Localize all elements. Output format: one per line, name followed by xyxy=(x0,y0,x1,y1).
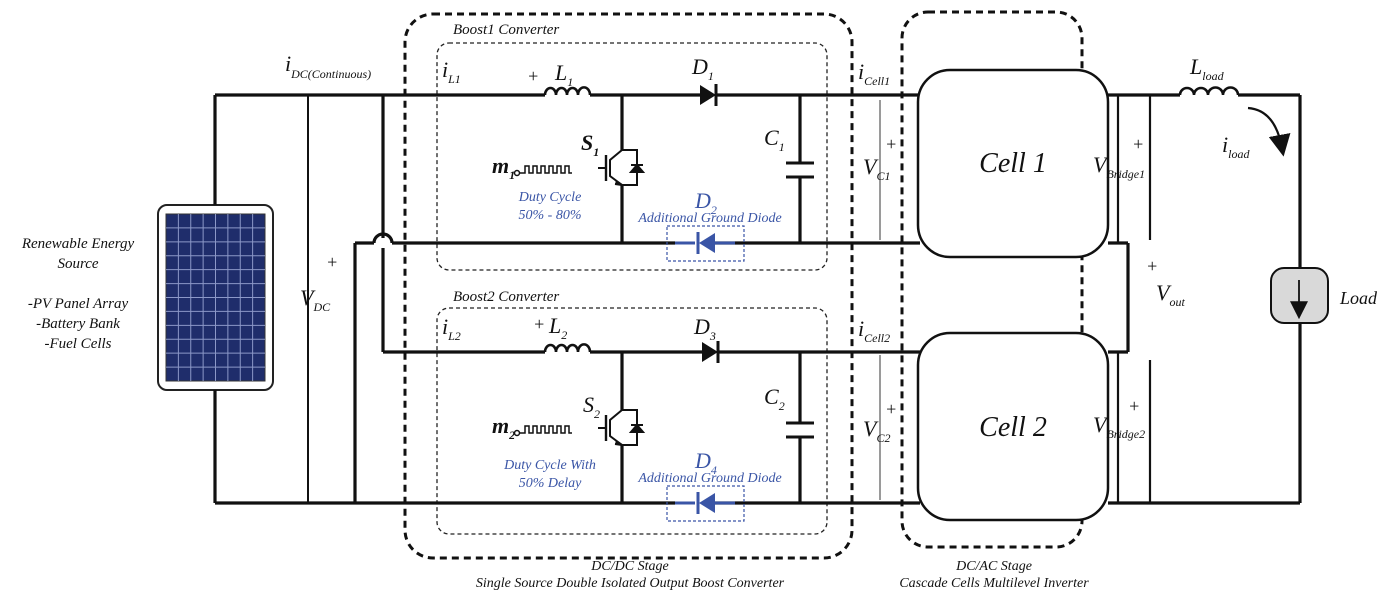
diode-d1 xyxy=(700,84,718,106)
dcac-stage-box xyxy=(900,10,1084,549)
boost2-box xyxy=(436,307,828,535)
l1-plus: + xyxy=(527,66,539,86)
inductor-l-load xyxy=(1178,86,1240,96)
boost1-title: Boost1 Converter xyxy=(453,22,559,38)
v-c2-plus: + xyxy=(885,399,897,419)
l2-label: L2 xyxy=(548,313,567,342)
c2-label: C2 xyxy=(764,384,785,413)
v-c2-label: VC2 xyxy=(863,416,890,445)
load-current-source xyxy=(1270,267,1329,324)
switch-s1 xyxy=(598,149,646,186)
dcac-stage-subtitle: Cascade Cells Multilevel Inverter xyxy=(899,576,1089,591)
ground-diode1-label: Additional Ground Diode xyxy=(637,211,781,226)
source-title-line1: Renewable Energy xyxy=(21,236,135,252)
v-bridge1-plus: + xyxy=(1132,134,1144,154)
switch-s2 xyxy=(598,409,646,446)
source-item-fuel: -Fuel Cells xyxy=(44,336,111,352)
l-load-label: Lload xyxy=(1189,54,1225,83)
pwm-signal-1 xyxy=(513,165,572,177)
capacitor-c1 xyxy=(786,161,814,179)
diode-d2 xyxy=(666,225,745,262)
source-title-line2: Source xyxy=(57,256,98,272)
i-l2-label: iL2 xyxy=(442,314,461,343)
v-out-plus: + xyxy=(1146,256,1158,276)
l2-plus: + xyxy=(533,314,545,334)
s1-label: S1 xyxy=(581,130,599,159)
duty2-line2: 50% Delay xyxy=(519,476,582,491)
dcdc-stage-subtitle: Single Source Double Isolated Output Boo… xyxy=(476,576,785,591)
wires xyxy=(213,93,1302,505)
m1-label: m1 xyxy=(492,153,515,182)
capacitor-c2 xyxy=(786,421,814,439)
i-load-label: iload xyxy=(1222,132,1250,161)
i-cell2-label: iCell2 xyxy=(858,316,890,345)
diode-d4 xyxy=(666,485,745,522)
v-c1-label: VC1 xyxy=(863,154,890,183)
cell-2-label: Cell 2 xyxy=(979,412,1047,443)
v-dc-label: VDC xyxy=(300,285,331,314)
ground-diode2-label: Additional Ground Diode xyxy=(637,471,781,486)
duty2-line1: Duty Cycle With xyxy=(503,458,596,473)
pwm-signal-2 xyxy=(513,425,572,437)
s2-label: S2 xyxy=(583,392,600,421)
dcac-stage-title: DC/AC Stage xyxy=(955,559,1032,574)
v-bridge1-label: VBridge1 xyxy=(1093,152,1145,181)
l1-label: L1 xyxy=(554,60,573,89)
cell-1-label: Cell 1 xyxy=(979,148,1047,179)
duty1-line1: Duty Cycle xyxy=(518,190,582,205)
i-load-arrow xyxy=(1247,106,1291,157)
v-dc-plus: + xyxy=(326,252,338,272)
d4-label: D4 xyxy=(694,448,717,477)
inductor-l1 xyxy=(543,86,592,96)
i-dc-label: iDC(Continuous) xyxy=(285,51,371,81)
m2-label: m2 xyxy=(492,413,515,442)
d2-label: D2 xyxy=(694,188,717,217)
boost2-title: Boost2 Converter xyxy=(453,289,559,305)
source-item-battery: -Battery Bank xyxy=(36,316,120,332)
dcdc-stage-title: DC/DC Stage xyxy=(590,559,668,574)
i-cell1-label: iCell1 xyxy=(858,59,890,88)
inductor-l2 xyxy=(543,343,592,353)
dcdc-stage-box xyxy=(403,12,854,560)
d1-label: D1 xyxy=(691,54,714,83)
boost1-box xyxy=(436,42,828,271)
diode-d3 xyxy=(702,341,720,363)
source-item-pv: -PV Panel Array xyxy=(28,296,129,312)
v-bridge2-label: VBridge2 xyxy=(1093,412,1145,441)
d3-label: D3 xyxy=(693,314,716,343)
c1-label: C1 xyxy=(764,125,785,154)
duty1-line2: 50% - 80% xyxy=(519,208,582,223)
v-out-label: Vout xyxy=(1156,280,1185,309)
pv-panel xyxy=(157,204,274,391)
load-label: Load xyxy=(1339,288,1378,308)
v-c1-plus: + xyxy=(885,134,897,154)
i-l1-label: iL1 xyxy=(442,57,461,86)
cell-1-block xyxy=(916,68,1110,259)
v-bridge2-plus: + xyxy=(1128,396,1140,416)
cell-2-block xyxy=(916,331,1110,522)
